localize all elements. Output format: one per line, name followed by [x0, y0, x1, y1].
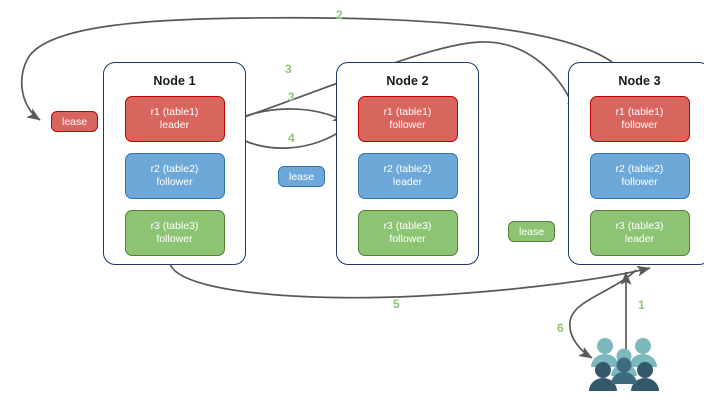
replica-box-n3-r2[interactable]: r2 (table2) follower	[589, 153, 690, 199]
replica-name: r2 (table2)	[615, 163, 664, 175]
replica-name: r2 (table2)	[383, 163, 432, 175]
replica-box-n2-r2[interactable]: r2 (table2) leader	[357, 153, 458, 199]
replica-name: r3 (table3)	[383, 220, 432, 232]
arrow-step-5	[169, 263, 651, 299]
replica-name: r1 (table1)	[383, 106, 432, 118]
replica-box-n2-r1[interactable]: r1 (table1) follower	[357, 96, 458, 142]
replica-name: r2 (table2)	[150, 163, 199, 175]
step-label-2: 2	[336, 8, 343, 22]
replica-role: leader	[624, 233, 655, 245]
replica-role: follower	[621, 176, 658, 188]
lease-chip-green[interactable]: lease	[508, 221, 556, 242]
replica-role: leader	[392, 176, 423, 188]
replica-role: follower	[156, 176, 193, 188]
replica-name: r3 (table3)	[615, 220, 664, 232]
node-container-1[interactable]: Node 1 r1 (table1) leader r2 (table2) fo…	[103, 62, 246, 265]
step-label-4: 4	[288, 131, 295, 145]
step-label-1: 1	[638, 298, 645, 312]
replica-box-n3-r3[interactable]: r3 (table3) leader	[589, 210, 690, 256]
replica-box-n1-r1[interactable]: r1 (table1) leader	[124, 96, 225, 142]
replica-role: follower	[156, 233, 193, 245]
replica-box-n2-r3[interactable]: r3 (table3) follower	[357, 210, 458, 256]
node-title: Node 2	[386, 74, 429, 88]
replica-name: r1 (table1)	[615, 106, 664, 118]
users-group-icon	[589, 338, 659, 391]
replica-box-n3-r1[interactable]: r1 (table1) follower	[589, 96, 690, 142]
step-label-3b: 3	[288, 90, 295, 104]
replica-role: follower	[389, 119, 426, 131]
node-container-3[interactable]: Node 3 r1 (table1) follower r2 (table2) …	[568, 62, 704, 265]
step-label-5: 5	[393, 297, 400, 311]
node-title: Node 3	[618, 74, 661, 88]
replica-box-n1-r3[interactable]: r3 (table3) follower	[124, 210, 225, 256]
replica-role: follower	[389, 233, 426, 245]
step-label-3a: 3	[285, 62, 292, 76]
lease-chip-red[interactable]: lease	[51, 111, 99, 132]
lease-chip-blue[interactable]: lease	[278, 166, 326, 187]
replica-name: r3 (table3)	[150, 220, 199, 232]
replica-role: follower	[621, 119, 658, 131]
node-title: Node 1	[153, 74, 196, 88]
replica-name: r1 (table1)	[150, 106, 199, 118]
node-container-2[interactable]: Node 2 r1 (table1) follower r2 (table2) …	[336, 62, 479, 265]
replica-box-n1-r2[interactable]: r2 (table2) follower	[124, 153, 225, 199]
replica-role: leader	[159, 119, 190, 131]
step-label-6: 6	[557, 321, 564, 335]
